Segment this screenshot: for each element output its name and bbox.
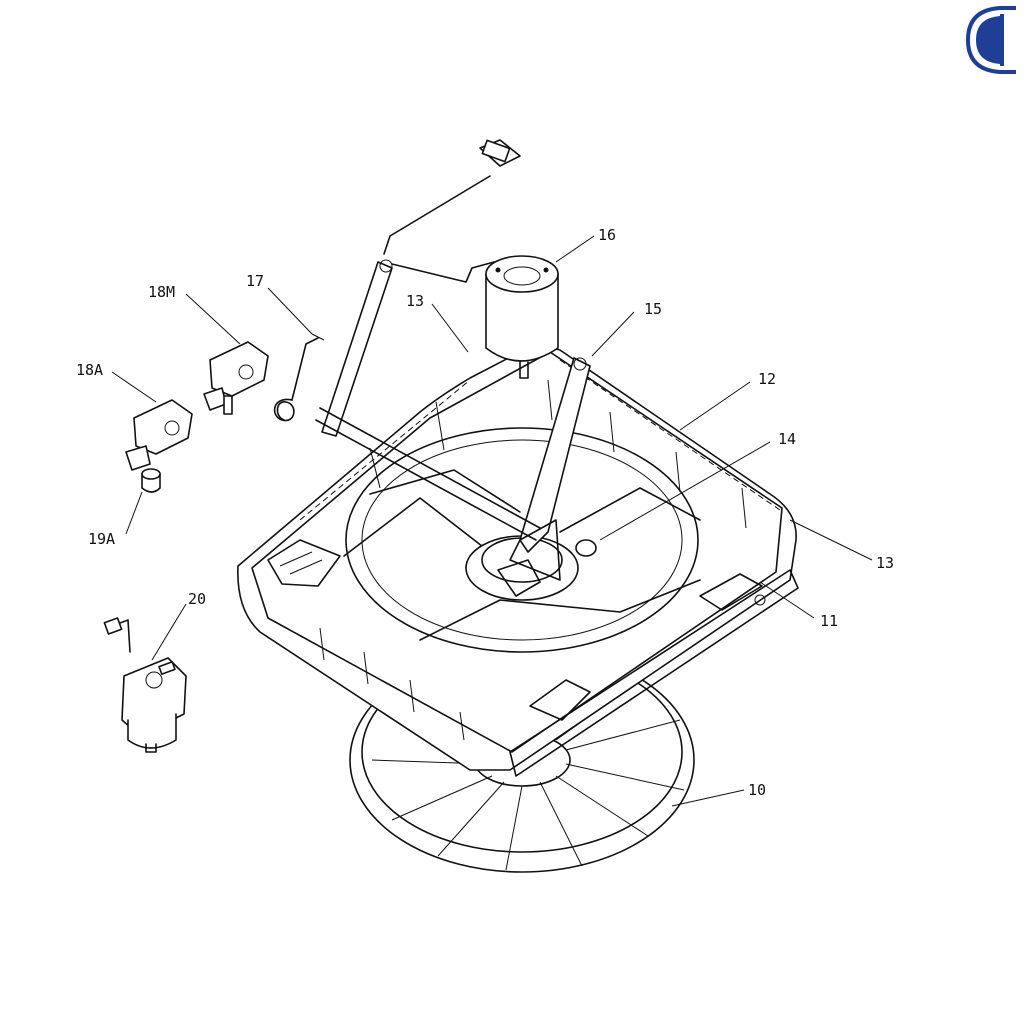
callout-13-top: 13: [406, 292, 424, 310]
switch-module-a: [125, 399, 193, 471]
callout-19a: 19A: [88, 530, 115, 548]
crank-arm: [509, 357, 591, 581]
base-flange: [509, 569, 799, 777]
brand-logo-icon: [965, 6, 1016, 74]
shaft-bushing: [575, 539, 597, 557]
callout-17: 17: [246, 272, 264, 290]
gear-motor: [103, 617, 187, 753]
callout-14: 14: [778, 430, 796, 448]
callout-11: 11: [820, 612, 838, 630]
housing-frame: [237, 346, 797, 771]
motor: [485, 255, 559, 379]
callout-10: 10: [748, 781, 766, 799]
spring: [273, 333, 325, 422]
lift-arm: [315, 139, 541, 541]
callout-12: 12: [758, 370, 776, 388]
knob: [141, 468, 161, 493]
callout-18a: 18A: [76, 361, 103, 379]
callout-15: 15: [644, 300, 662, 318]
callout-18m: 18M: [148, 283, 175, 301]
callout-20: 20: [188, 590, 206, 608]
leader-lines: [111, 235, 873, 807]
callout-13-right: 13: [876, 554, 894, 572]
callout-16: 16: [598, 226, 616, 244]
callout-labels: 16 17 18M 18A 19A 13 15 12 14 13 11 20 1…: [76, 226, 894, 799]
switch-module-m: [203, 341, 269, 415]
